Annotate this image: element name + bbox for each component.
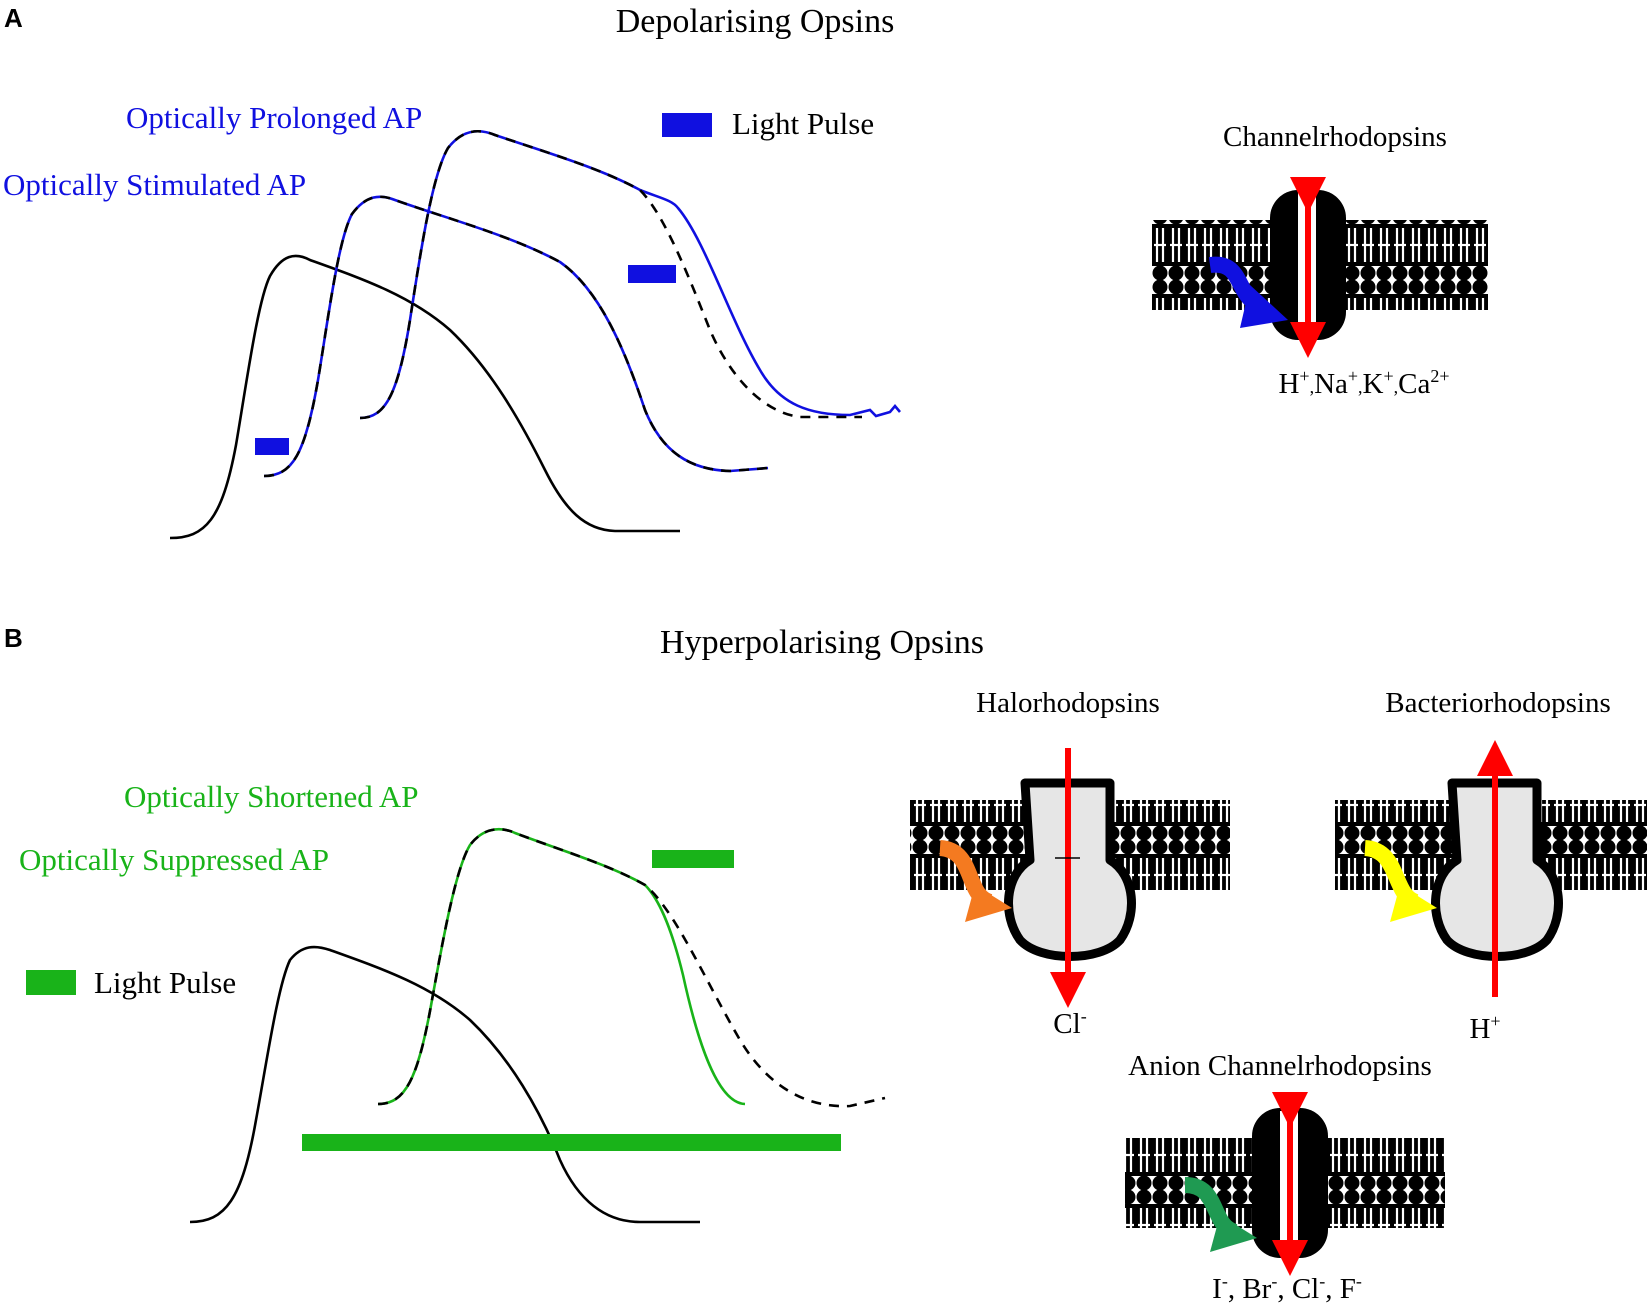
panel-b-title: Hyperpolarising Opsins <box>660 624 984 661</box>
anion-channelrhodopsin-ions: I-, Br-, Cl-, F- <box>1212 1271 1362 1305</box>
suppressed-ap-trace <box>377 827 746 1106</box>
panel-b-letter: B <box>4 623 23 653</box>
light-pulse-bar-icon <box>652 850 734 868</box>
light-pulse-bar-icon <box>255 438 289 455</box>
legend-light-pulse-swatch <box>662 113 712 137</box>
channelrhodopsin-diagram: Channelrhodopsins H+,Na+,K+,Ca2+ <box>1152 121 1488 400</box>
halorhodopsin-ion: Cl- <box>1053 1006 1086 1040</box>
anion-channelrhodopsin-title: Anion Channelrhodopsins <box>1128 1050 1432 1082</box>
panel-a-title: Depolarising Opsins <box>616 3 895 40</box>
bacteriorhodopsin-title: Bacteriorhodopsins <box>1385 687 1611 719</box>
legend-light-pulse-label: Light Pulse <box>732 106 874 141</box>
label-prolonged-ap: Optically Prolonged AP <box>126 100 422 135</box>
anion-channelrhodopsin-diagram: Anion Channelrhodopsins I-, Br-, Cl-, F- <box>1125 1050 1445 1305</box>
label-shortened-ap: Optically Shortened AP <box>124 779 418 814</box>
halorhodopsin-title: Halorhodopsins <box>976 687 1160 719</box>
normal-ap-trace <box>189 945 700 1224</box>
bacteriorhodopsin-ion: H+ <box>1469 1011 1500 1045</box>
normal-ap-trace <box>169 254 680 540</box>
stimulated-ap-trace <box>263 195 769 478</box>
control-ap-trace-b <box>377 827 886 1108</box>
legend-light-pulse-label: Light Pulse <box>94 965 236 1000</box>
bacteriorhodopsin-diagram: Bacteriorhodopsins H+ <box>1335 687 1647 1045</box>
channelrhodopsin-title: Channelrhodopsins <box>1223 121 1447 153</box>
legend-light-pulse-swatch <box>26 970 76 995</box>
light-pulse-bar-icon <box>628 265 676 283</box>
label-suppressed-ap: Optically Suppressed AP <box>19 842 329 877</box>
channelrhodopsin-ions: H+,Na+,K+,Ca2+ <box>1278 366 1449 400</box>
panel-b: B Hyperpolarising Opsins Optically Short… <box>4 623 1647 1305</box>
control-ap-trace <box>359 129 862 420</box>
light-pulse-bar-icon <box>302 1134 841 1151</box>
panel-a-letter: A <box>4 3 23 33</box>
panel-a: A Depolarising Opsins Optically Prolonge… <box>3 3 1488 540</box>
halorhodopsin-diagram: Halorhodopsins Cl- <box>910 687 1230 1040</box>
label-stimulated-ap: Optically Stimulated AP <box>3 167 306 202</box>
